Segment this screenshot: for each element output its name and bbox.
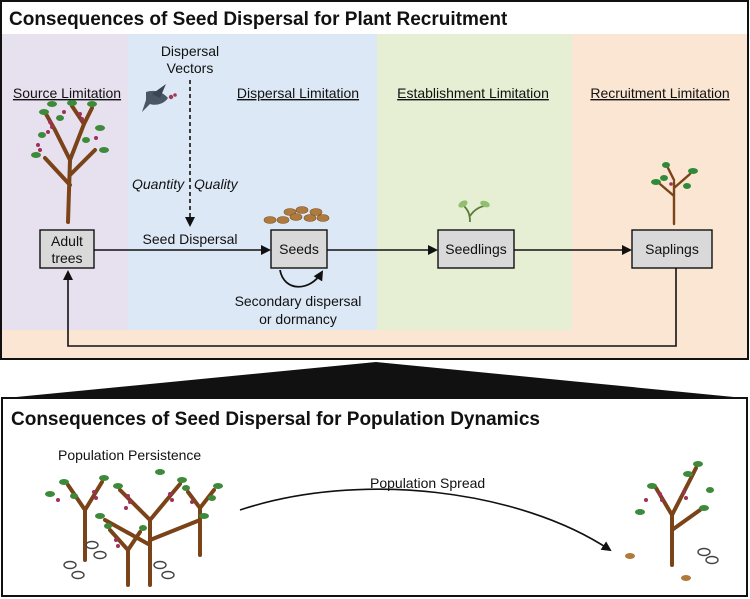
dispersal-limitation-zone	[128, 34, 377, 330]
population-spread-label: Population Spread	[370, 475, 485, 491]
tree-icon	[625, 461, 719, 581]
seedlings-box	[437, 229, 515, 269]
recruitment-limitation-heading: Recruitment Limitation	[590, 85, 729, 101]
establishment-limitation-zone	[377, 34, 572, 330]
tree-cluster-icon	[45, 469, 223, 587]
source-limitation-heading: Source Limitation	[13, 85, 121, 101]
establishment-limitation-heading: Establishment Limitation	[397, 85, 549, 101]
seeds-icon	[263, 206, 330, 224]
seedlings-label: Seedlings	[445, 241, 507, 257]
adult-trees-box	[39, 229, 95, 269]
recruitment-panel: Consequences of Seed Dispersal for Plant…	[0, 0, 749, 360]
dispersal-vectors-label-1: Dispersal	[161, 43, 219, 59]
dispersal-limitation-heading: Dispersal Limitation	[237, 85, 359, 101]
feedback-arrow	[63, 268, 677, 347]
seed-dispersal-label: Seed Dispersal	[143, 231, 238, 247]
quantity-label: Quantity	[132, 176, 185, 192]
adult-trees-label-1: Adult	[51, 233, 83, 249]
saplings-label: Saplings	[645, 241, 699, 257]
recruitment-title: Consequences of Seed Dispersal for Plant…	[9, 9, 508, 30]
tree-icon	[31, 100, 109, 224]
seeds-box	[270, 229, 328, 269]
population-title: Consequences of Seed Dispersal for Popul…	[11, 409, 540, 430]
secondary-dispersal-label-1: Secondary dispersal	[235, 293, 362, 309]
secondary-dispersal-arrow	[279, 269, 324, 288]
quality-label: Quality	[194, 176, 239, 192]
sapling-icon	[651, 162, 698, 226]
population-persistence-label: Population Persistence	[58, 447, 201, 463]
population-spread-arrow	[239, 488, 612, 552]
population-panel: Consequences of Seed Dispersal for Popul…	[1, 397, 748, 597]
secondary-dispersal-label-2: or dormancy	[259, 311, 337, 327]
seedling-icon	[458, 200, 490, 223]
bird-icon	[142, 84, 177, 112]
seeds-label: Seeds	[279, 241, 319, 257]
dispersal-vectors-label-2: Vectors	[167, 60, 214, 76]
saplings-box	[631, 229, 713, 269]
zoom-wedge	[6, 362, 744, 398]
adult-trees-label-2: trees	[51, 250, 82, 266]
